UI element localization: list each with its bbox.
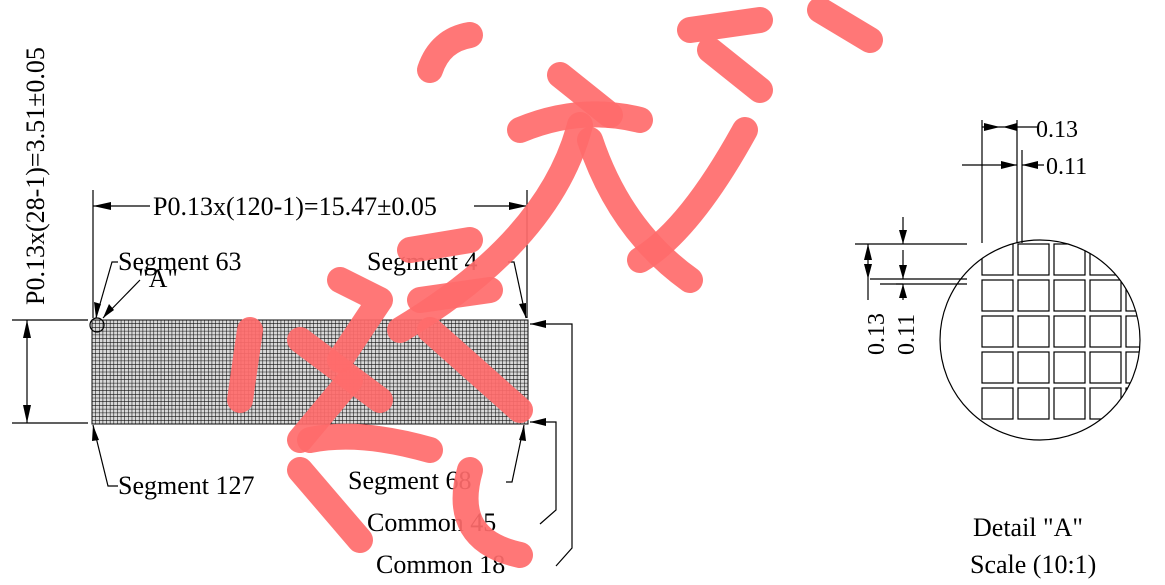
watermark bbox=[227, 0, 883, 568]
segment-63-callout: Segment 63 bbox=[94, 247, 242, 319]
pitch-x-label: P0.13x(120-1)=15.47±0.05 bbox=[153, 192, 437, 221]
detail-dot bbox=[981, 279, 1014, 312]
segment-127-callout: Segment 127 bbox=[92, 424, 255, 500]
detail-pitch-left: 0.13 bbox=[864, 313, 890, 355]
segment-68-callout: Segment 68 bbox=[348, 424, 526, 495]
detail-dot bbox=[1125, 243, 1140, 276]
detail-dot bbox=[1053, 279, 1086, 312]
segment-127-label: Segment 127 bbox=[118, 471, 255, 500]
detail-dot bbox=[1017, 243, 1050, 276]
detail-a-view: 0.13 0.11 0.13 0.11 Detail "A" Scale (10… bbox=[855, 117, 1141, 579]
pitch-x-dimension: P0.13x(120-1)=15.47±0.05 bbox=[92, 190, 528, 318]
detail-dot bbox=[1017, 279, 1050, 312]
detail-a-circle bbox=[89, 317, 105, 333]
detail-dot bbox=[1053, 315, 1086, 348]
detail-dot bbox=[1089, 315, 1122, 348]
detail-dot bbox=[981, 387, 1014, 420]
detail-a-marker: "A" bbox=[138, 264, 178, 293]
detail-caption: Detail "A" bbox=[973, 513, 1083, 542]
detail-dot bbox=[981, 351, 1014, 384]
detail-dot bbox=[1017, 387, 1050, 420]
detail-dot bbox=[1053, 351, 1086, 384]
segment-63-label: Segment 63 bbox=[118, 247, 242, 276]
detail-dot bbox=[1017, 315, 1050, 348]
pitch-y-dimension: P0.13x(28-1)=3.51±0.05 bbox=[12, 47, 88, 424]
detail-a-callout: "A" bbox=[102, 264, 178, 319]
detail-dot bbox=[981, 243, 1014, 276]
detail-dot bbox=[981, 315, 1014, 348]
detail-dot bbox=[1017, 351, 1050, 384]
detail-dot bbox=[1089, 387, 1122, 420]
detail-dot bbox=[1125, 315, 1140, 348]
detail-circle bbox=[939, 239, 1141, 441]
detail-dot bbox=[1089, 351, 1122, 384]
pitch-y-label: P0.13x(28-1)=3.51±0.05 bbox=[21, 47, 50, 305]
detail-dot bbox=[1125, 279, 1140, 312]
detail-dot bbox=[1125, 387, 1140, 420]
detail-pitch-top: 0.13 bbox=[1036, 117, 1078, 143]
detail-dot-grid bbox=[981, 243, 1140, 420]
detail-scale: Scale (10:1) bbox=[970, 550, 1096, 579]
detail-dot-left: 0.11 bbox=[894, 314, 920, 355]
detail-top-dimensions: 0.13 0.11 bbox=[962, 117, 1087, 243]
detail-dot bbox=[1089, 243, 1122, 276]
detail-dot bbox=[1089, 279, 1122, 312]
detail-dot bbox=[1125, 351, 1140, 384]
segment-68-label: Segment 68 bbox=[348, 466, 472, 495]
detail-left-dimensions: 0.13 0.11 bbox=[855, 217, 967, 355]
detail-dot-top: 0.11 bbox=[1046, 154, 1087, 180]
detail-dot bbox=[1053, 387, 1086, 420]
